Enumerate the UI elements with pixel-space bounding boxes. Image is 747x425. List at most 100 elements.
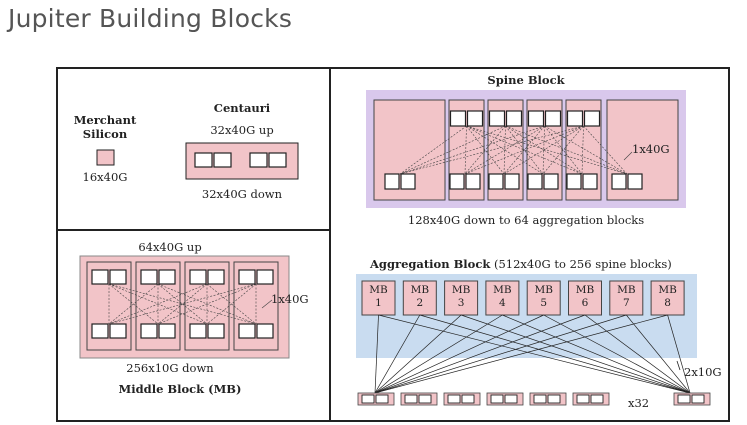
- spine-label: Spine Block: [487, 73, 565, 87]
- mb-label-line1: MB: [575, 284, 595, 296]
- middle-top-chip-2-a: [140, 269, 158, 285]
- spine-bottom-chip-2-b: [465, 173, 481, 190]
- link-label-leader: [676, 360, 681, 371]
- middle-top-chip-3-b: [207, 269, 225, 285]
- spine-top-chip-2-b: [505, 110, 523, 127]
- middle-bottom-chip-1-a: [91, 323, 109, 339]
- middle-top-chip-2-b: [158, 269, 176, 285]
- spine-bottom-chip-2-a: [449, 173, 465, 190]
- spine-bottom-chip-1-b: [400, 173, 416, 190]
- mb-label-line2: 8: [664, 297, 671, 309]
- spine-chips: [384, 110, 643, 190]
- mb-label-line1: MB: [658, 284, 677, 296]
- middle-down: 256x10G down: [126, 361, 214, 375]
- mb-label-line1: MB: [369, 284, 388, 296]
- mb-label-line1: MB: [493, 284, 512, 296]
- merchant-label-line2: Silicon: [82, 127, 128, 141]
- aggregation-bottom-chip-3-a: [447, 394, 461, 404]
- spine-bottom-chip-4-a: [527, 173, 543, 190]
- spine-link-leader: [623, 151, 633, 161]
- middle-link-label: 1x40G: [271, 292, 309, 306]
- centauri-up: 32x40G up: [210, 123, 274, 137]
- aggregation-count-label: x32: [628, 396, 650, 410]
- spine-bottom-chip-6-b: [627, 173, 643, 190]
- aggregation-label: Aggregation Block: [370, 257, 491, 271]
- spine-bottom-chip-3-a: [488, 173, 504, 190]
- mb-label-line1: MB: [617, 284, 636, 296]
- spine-bottom-chip-5-b: [582, 173, 598, 190]
- aggregation-bottom-chip-6-a: [576, 394, 590, 404]
- aggregation-mb-3: [444, 280, 479, 316]
- spine-bottom-chip-5-a: [566, 173, 582, 190]
- spine-bottom-chip-1-a: [384, 173, 400, 190]
- spine-bottom-chip-4-b: [543, 173, 559, 190]
- spine-top-chip-4-b: [583, 110, 601, 127]
- middle-block-links: [108, 283, 273, 325]
- aggregation-bottom-chip-5-b: [547, 394, 561, 404]
- merchant-ports: 16x40G: [82, 170, 128, 184]
- aggregation-bottom-chip-1-a: [361, 394, 375, 404]
- merchant-label: Merchant Silicon: [70, 113, 140, 141]
- middle-top-chip-3-a: [189, 269, 207, 285]
- aggregation-bottom-chip-2-a: [404, 394, 418, 404]
- middle-top-chip-4-a: [238, 269, 256, 285]
- centauri-chips: [194, 152, 287, 168]
- aggregation-label-detail: (512x40G to 256 spine blocks): [493, 257, 672, 271]
- spine-top-chip-3-a: [527, 110, 545, 127]
- mb-label-line2: 3: [457, 297, 465, 309]
- aggregation-mb-1: [361, 280, 396, 316]
- aggregation-bottom-chip-6-b: [590, 394, 604, 404]
- aggregation-title: Aggregation Block (512x40G to 256 spine …: [370, 257, 672, 271]
- mb-label-line2: 4: [499, 297, 506, 309]
- aggregation-links: [374, 314, 691, 394]
- spine-top-chip-4-a: [566, 110, 584, 127]
- aggregation-mb-5: [526, 280, 561, 316]
- mb-label-line2: 2: [416, 297, 424, 309]
- middle-top-chip-1-a: [91, 269, 109, 285]
- middle-bottom-chip-4-a: [238, 323, 256, 339]
- aggregation-bottom-chip-4-b: [504, 394, 518, 404]
- middle-bottom-chip-4-b: [256, 323, 274, 339]
- mb-label-line2: 1: [375, 297, 382, 309]
- spine-top-chip-3-b: [544, 110, 562, 127]
- aggregation-mb-8: [650, 280, 685, 316]
- aggregation-bottom-chip-3-b: [461, 394, 475, 404]
- mb-label-line2: 6: [581, 297, 589, 309]
- aggregation-bottom-chip-5-a: [533, 394, 547, 404]
- page-title: Jupiter Building Blocks: [8, 4, 293, 33]
- spine-top-chip-2-a: [488, 110, 506, 127]
- aggregation-link-label: 2x10G: [684, 365, 722, 379]
- middle-block-chips: [91, 269, 274, 339]
- aggregation-bottom-chip-8-a: [677, 394, 691, 404]
- spine-caption: 128x40G down to 64 aggregation blocks: [407, 213, 645, 227]
- middle-bottom-chip-3-b: [207, 323, 225, 339]
- merchant-chip: [96, 149, 115, 166]
- mb-label-line1: MB: [534, 284, 553, 296]
- aggregation-bottom-chip-4-a: [490, 394, 504, 404]
- middle-bottom-chip-1-b: [109, 323, 127, 339]
- middle-bottom-chip-2-b: [158, 323, 176, 339]
- spine-links: [399, 125, 633, 175]
- spine-top-chip-1-a: [449, 110, 467, 127]
- middle-bottom-chip-2-a: [140, 323, 158, 339]
- mb-label-line1: MB: [410, 284, 430, 296]
- spine-top-chip-1-b: [466, 110, 484, 127]
- aggregation-mb-7: [609, 280, 644, 316]
- merchant-label-line1: Merchant: [73, 113, 137, 127]
- aggregation-bottom-chip-8-b: [691, 394, 705, 404]
- mb-label-line2: 5: [540, 297, 548, 309]
- aggregation-bottom-chip-2-b: [418, 394, 432, 404]
- aggregation-bottom-chip-1-b: [375, 394, 389, 404]
- aggregation-bottom-chips: [357, 392, 711, 406]
- spine-bottom-chip-6-a: [611, 173, 627, 190]
- spine-link-label: 1x40G: [632, 142, 670, 156]
- centauri-down: 32x40G down: [201, 187, 283, 201]
- spine-bottom-chip-3-b: [504, 173, 520, 190]
